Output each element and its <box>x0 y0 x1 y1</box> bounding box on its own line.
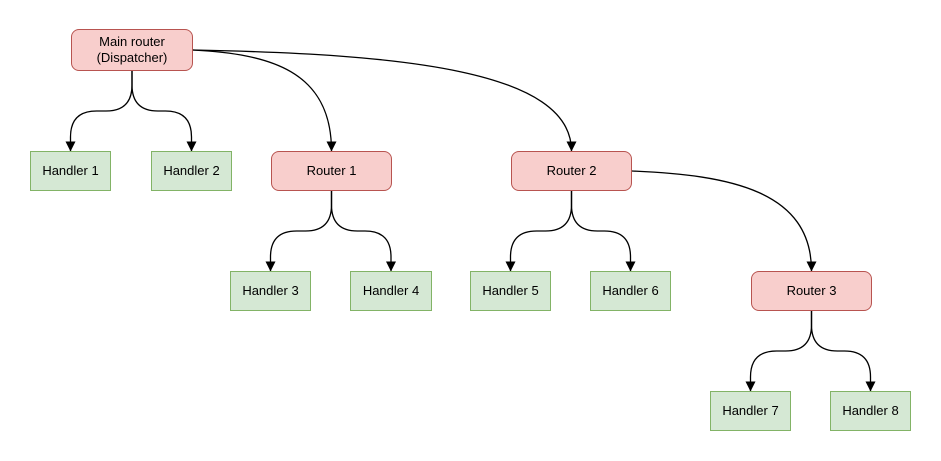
edge-router-3-to-handler-8 <box>810 310 876 392</box>
node-router-3: Router 3 <box>751 271 872 311</box>
edge-group <box>65 49 876 392</box>
edge-main-router-to-handler-2 <box>131 70 197 152</box>
edge-main-router-to-router-1 <box>192 49 337 152</box>
edge-main-router-to-handler-1 <box>65 70 133 152</box>
node-handler-7: Handler 7 <box>710 391 791 431</box>
node-router-1: Router 1 <box>271 151 392 191</box>
node-handler-2: Handler 2 <box>151 151 232 191</box>
edge-router-1-to-handler-3 <box>265 190 333 272</box>
node-handler-4: Handler 4 <box>350 271 432 311</box>
node-router-2: Router 2 <box>511 151 632 191</box>
edge-router-1-to-handler-4 <box>330 190 396 272</box>
edge-router-2-to-router-3 <box>631 170 817 272</box>
edge-router-2-to-handler-6 <box>570 190 636 272</box>
node-handler-3: Handler 3 <box>230 271 311 311</box>
node-main-router: Main router (Dispatcher) <box>71 29 193 71</box>
edge-main-router-to-router-2 <box>192 49 577 152</box>
node-handler-6: Handler 6 <box>590 271 671 311</box>
node-handler-5: Handler 5 <box>470 271 551 311</box>
edge-router-3-to-handler-7 <box>745 310 813 392</box>
node-handler-1: Handler 1 <box>30 151 111 191</box>
node-handler-8: Handler 8 <box>830 391 911 431</box>
edge-router-2-to-handler-5 <box>505 190 573 272</box>
